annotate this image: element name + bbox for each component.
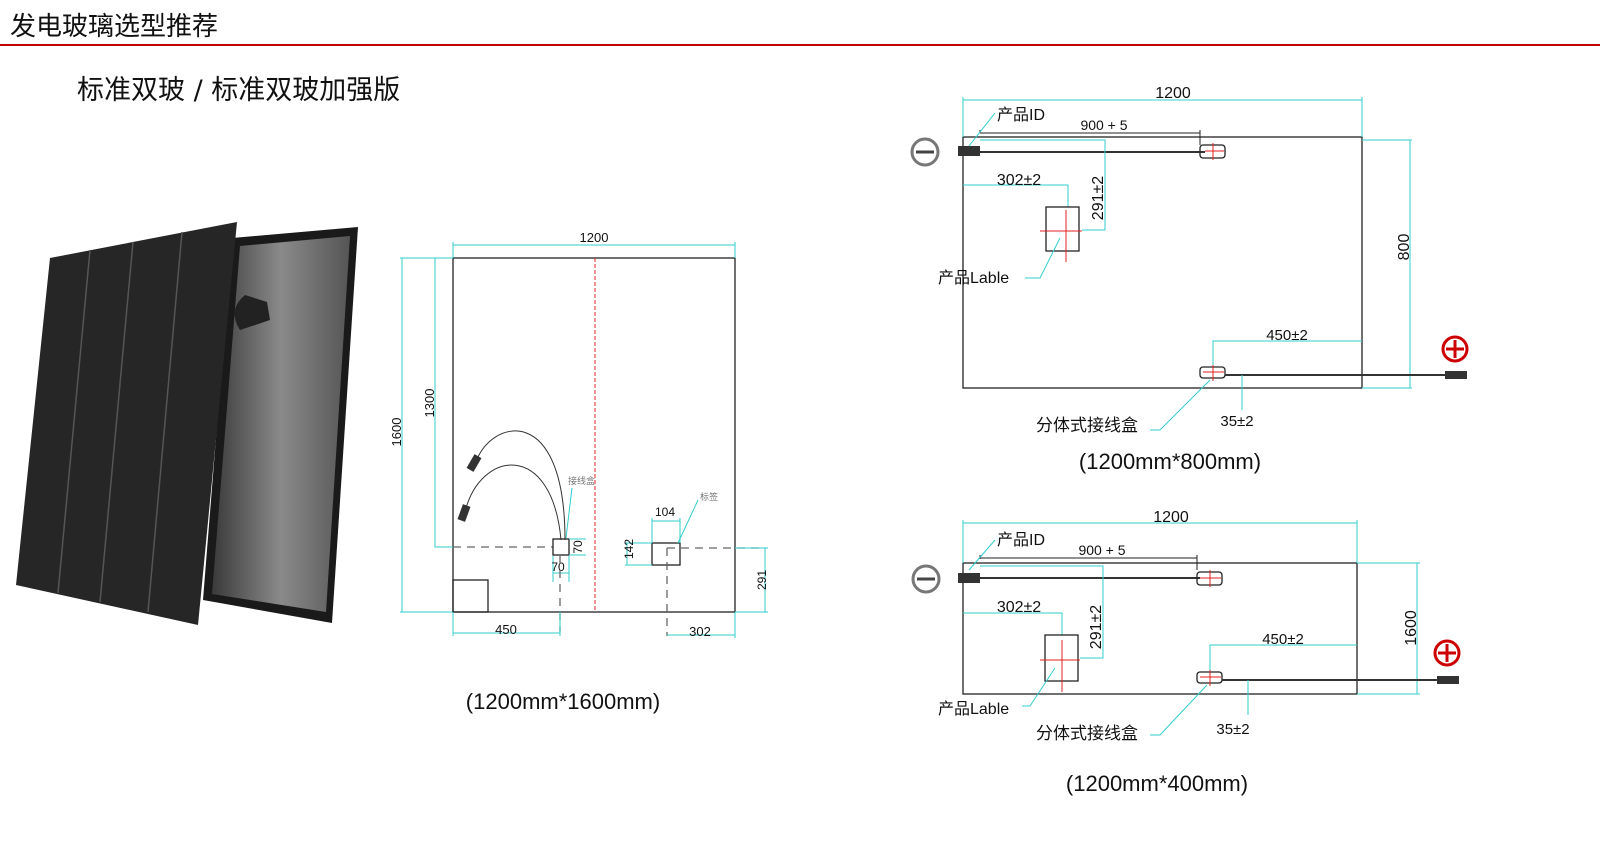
connector-icon	[457, 504, 471, 522]
jbox-label: 接线盒	[568, 475, 595, 487]
dim-label-x: 302±2	[997, 599, 1041, 616]
connector-icon	[1445, 371, 1467, 379]
caption-400: (1200mm*400mm)	[1066, 771, 1248, 796]
junction-box-photo	[234, 295, 270, 330]
dim-jbox-w: 70	[551, 560, 565, 574]
product-id-label: 产品ID	[997, 531, 1045, 549]
product-label-text: 产品Lable	[938, 700, 1009, 718]
connector-icon	[1437, 676, 1459, 684]
dim-1300: 1300	[422, 389, 437, 418]
title-divider	[0, 44, 1600, 46]
connector-icon	[958, 146, 980, 156]
panel-outline	[452, 257, 736, 613]
split-jbox-label: 分体式接线盒	[1036, 724, 1138, 743]
dim-label-h: 142	[622, 539, 636, 559]
dim-height: 800	[1396, 234, 1413, 261]
panel-front	[16, 222, 237, 625]
section-subtitle: 标准双玻 / 标准双玻加强版	[77, 75, 401, 106]
dim-302: 302	[689, 624, 711, 639]
minus-icon	[910, 137, 940, 167]
dim-jbox-y: 35±2	[1220, 413, 1253, 430]
dim-label-y: 291±2	[1088, 605, 1105, 649]
dim-450: 450	[495, 622, 517, 637]
dim-jbox-y: 35±2	[1216, 721, 1249, 738]
label-box	[651, 542, 681, 566]
drawing-1200x400: 1200 900 + 5 产品ID 302±2 291±2 产品Lable 16…	[911, 509, 1461, 796]
caption-800: (1200mm*800mm)	[1079, 449, 1261, 474]
dim-height: 1600	[389, 418, 404, 447]
dim-width: 1200	[580, 230, 609, 245]
dim-height: 1600	[1403, 610, 1420, 646]
dim-cable: 900 + 5	[1078, 542, 1125, 558]
dim-jbox-x: 450±2	[1262, 631, 1304, 648]
connector-icon	[958, 573, 980, 583]
minus-icon	[911, 564, 941, 594]
drawing-1200x1600: 1200 1600 1300 70 70 接线盒 450 104 142 标签 …	[389, 230, 769, 714]
connector-icon	[466, 454, 482, 472]
dim-label-y: 291±2	[1090, 176, 1107, 220]
tag-label: 标签	[700, 491, 718, 503]
dim-width: 1200	[1153, 509, 1189, 526]
dim-label-w: 104	[655, 505, 675, 519]
dim-label-x: 302±2	[997, 172, 1041, 189]
panel-back-glass	[212, 236, 350, 612]
dim-cable: 900 + 5	[1080, 117, 1127, 133]
dim-jbox-x: 450±2	[1266, 327, 1308, 344]
dim-width: 1200	[1155, 85, 1191, 102]
panel-outline	[962, 562, 1358, 695]
product-label-box	[1045, 206, 1080, 252]
caption-1600: (1200mm*1600mm)	[466, 689, 660, 714]
dim-291: 291	[755, 570, 769, 590]
corner-box	[452, 579, 489, 613]
product-id-label: 产品ID	[997, 106, 1045, 124]
panel-outline	[962, 136, 1363, 389]
dim-jbox-h: 70	[571, 540, 585, 554]
split-jbox-label: 分体式接线盒	[1036, 416, 1138, 435]
product-label-text: 产品Lable	[938, 269, 1009, 287]
plus-icon	[1441, 335, 1469, 363]
solar-panel-photo	[16, 222, 358, 625]
plus-icon	[1433, 639, 1461, 667]
junction-box	[552, 538, 570, 556]
drawing-1200x800: 1200 900 + 5 产品ID 302±2 291±2 产品Lable 80…	[910, 85, 1469, 474]
page-title: 发电玻璃选型推荐	[10, 12, 219, 42]
